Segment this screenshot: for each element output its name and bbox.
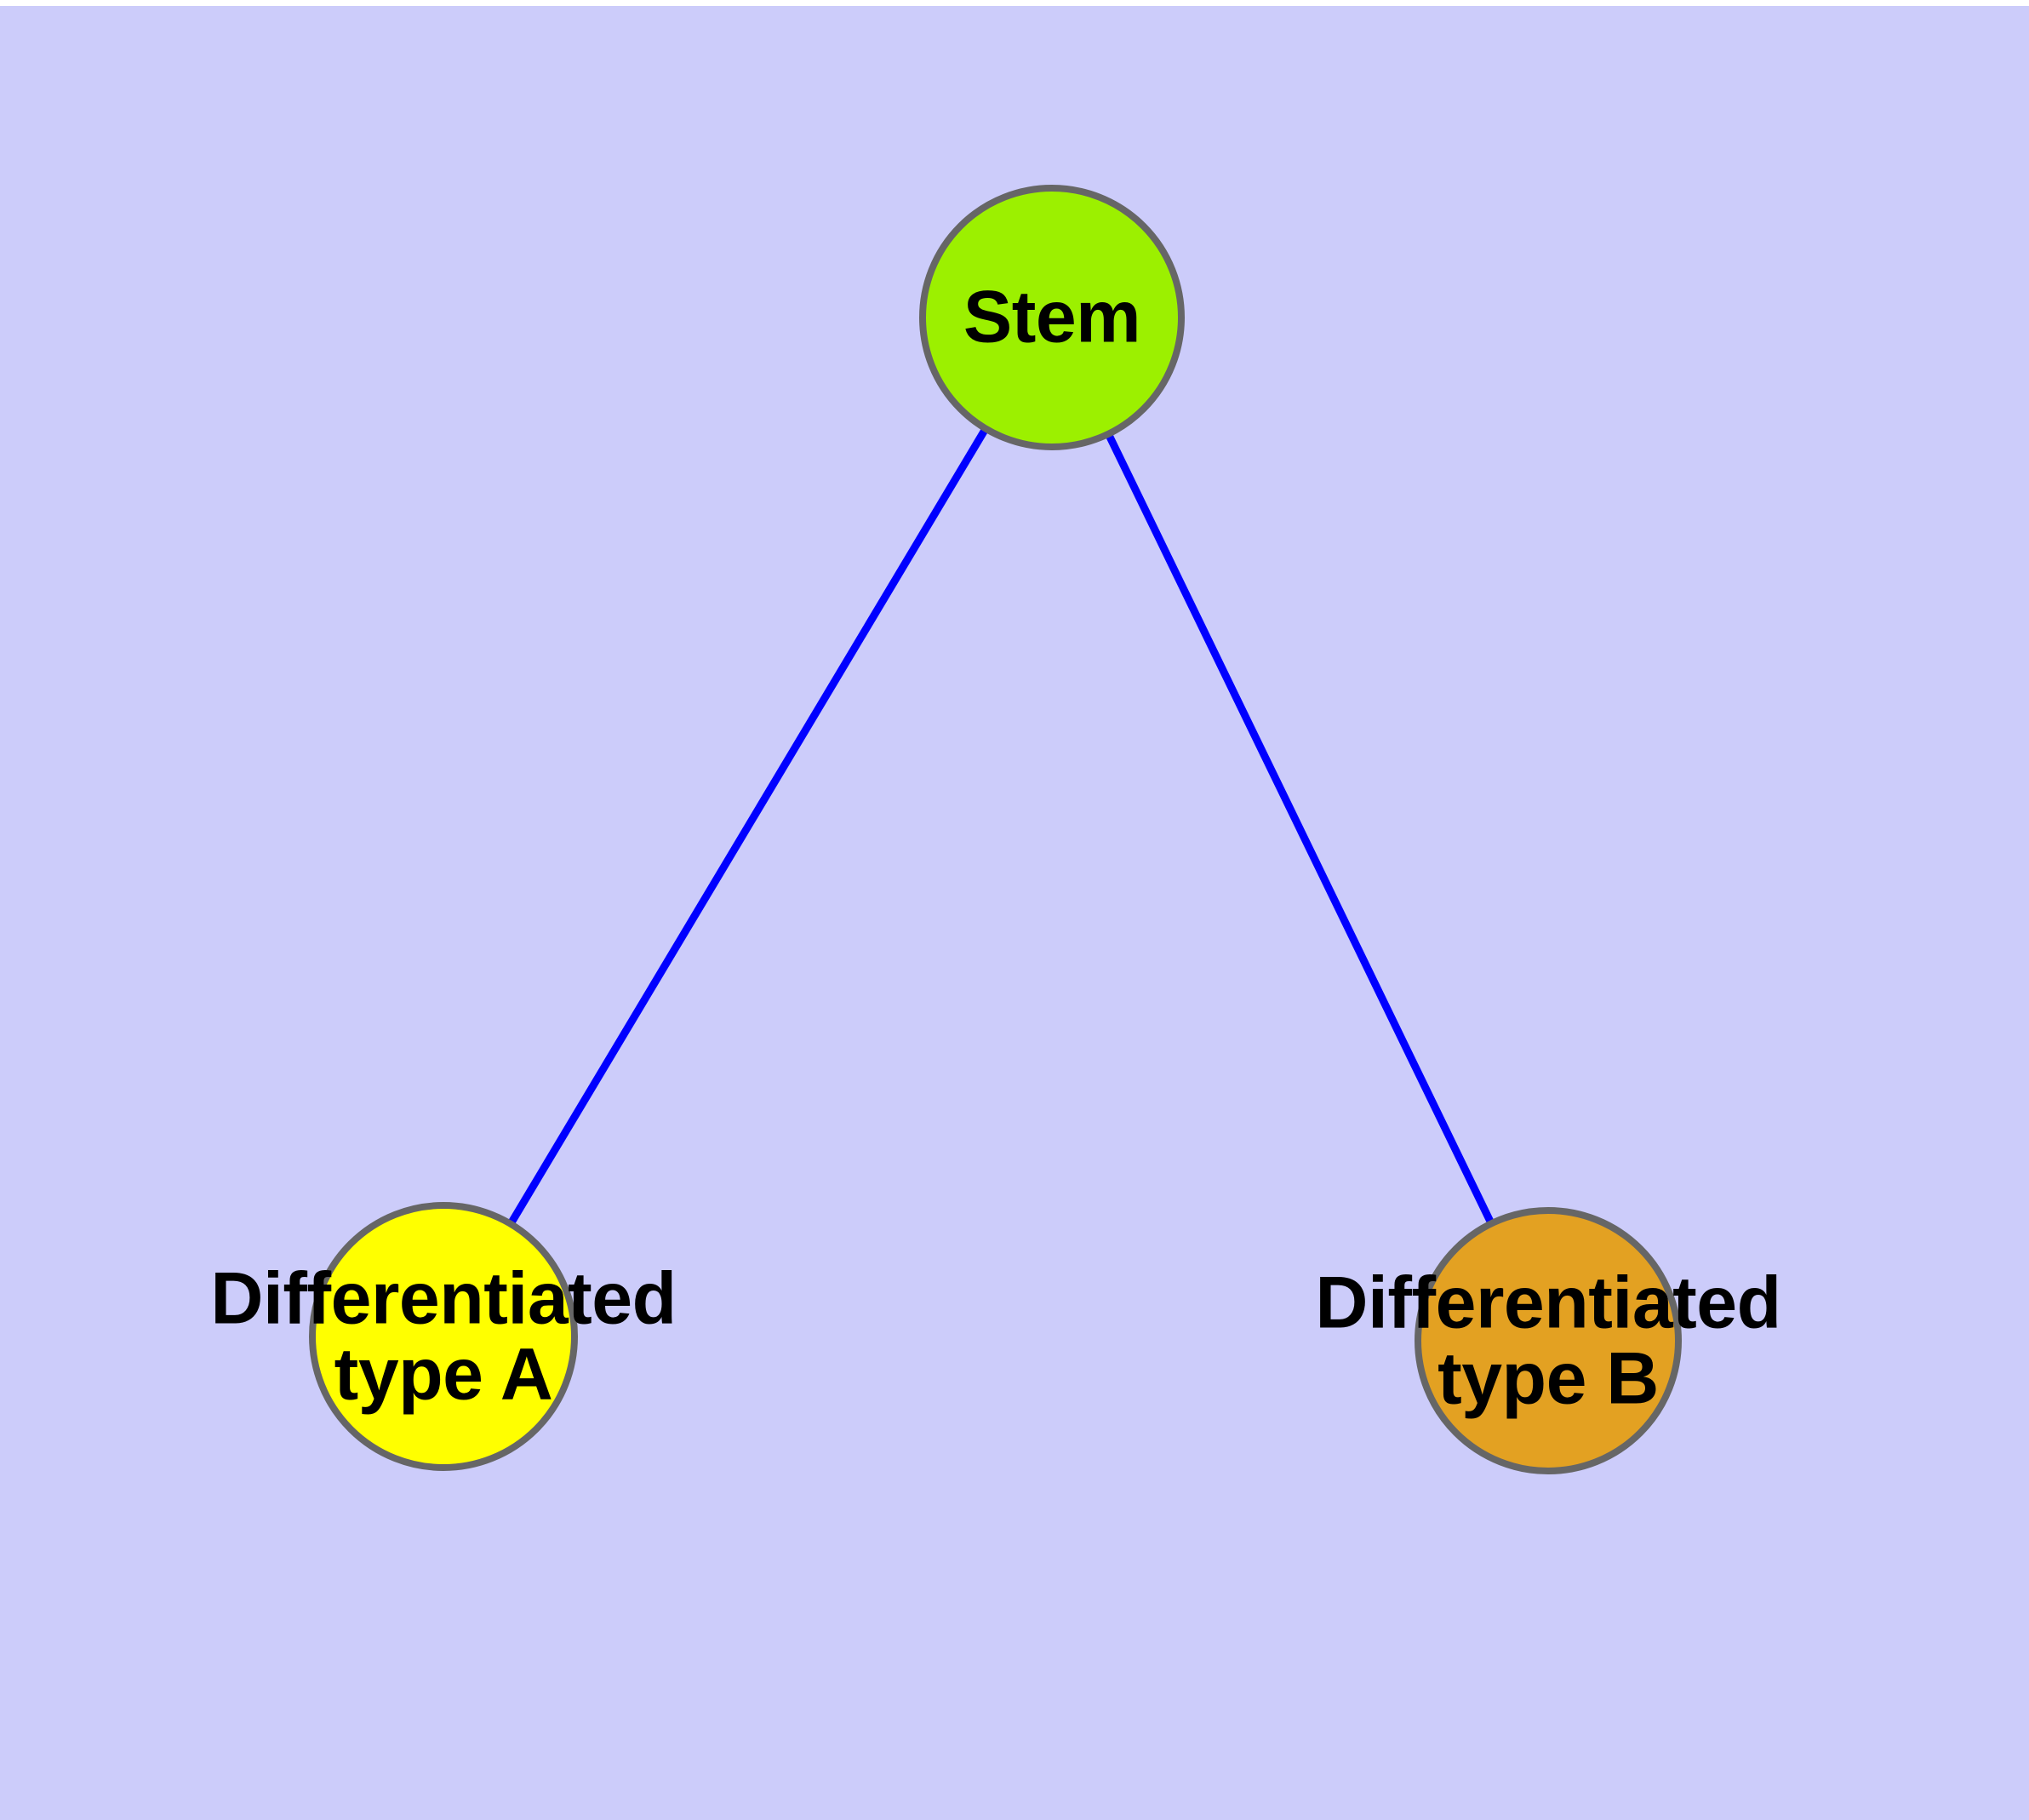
edge-layer bbox=[440, 315, 1552, 1342]
graph-node-diff_b[interactable] bbox=[1415, 1207, 1682, 1474]
node-layer bbox=[309, 185, 1682, 1474]
graph-node-stem[interactable] bbox=[919, 185, 1185, 450]
graph-node-diff_a[interactable] bbox=[309, 1202, 578, 1471]
graph-edge[interactable] bbox=[1048, 316, 1552, 1342]
graph-edge[interactable] bbox=[440, 315, 1055, 1339]
